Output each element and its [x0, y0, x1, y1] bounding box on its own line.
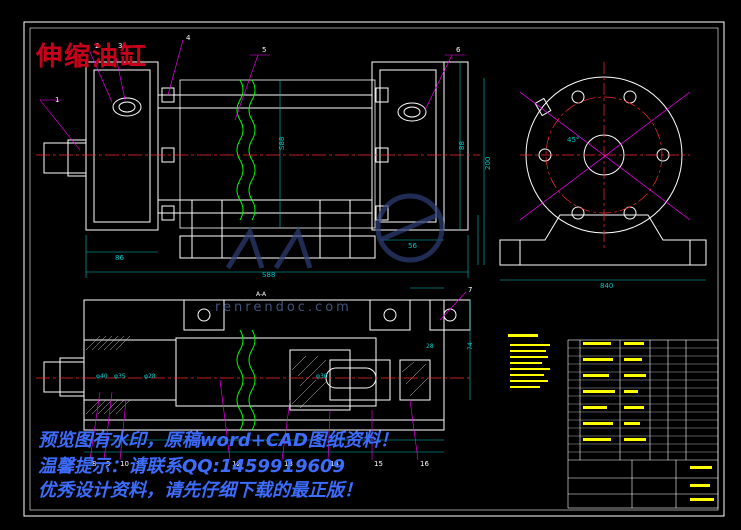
- parts-list-rows: [568, 347, 718, 453]
- section-dimensions: [84, 287, 471, 453]
- svg-text:28: 28: [426, 343, 434, 350]
- part-number-label: 7: [468, 286, 472, 294]
- svg-text:S88: S88: [262, 271, 275, 279]
- svg-text:45°: 45°: [567, 136, 579, 144]
- watermark-logo: [225, 193, 445, 270]
- svg-text:200: 200: [484, 157, 492, 170]
- part-number-label: 6: [456, 46, 461, 54]
- parts-list-text-marks: [583, 342, 714, 501]
- watermark-line-3: 优秀设计资料，请先仔细下载的最正版！: [38, 480, 362, 501]
- svg-text:φ35: φ35: [114, 373, 126, 380]
- tech-notes: [508, 334, 550, 388]
- svg-text:56: 56: [408, 242, 417, 250]
- watermark-line-1: 预览图有水印，原稿word+CAD图纸资料！: [38, 430, 398, 451]
- part-number-label: 10: [120, 460, 129, 468]
- watermark-url: renrendoc.com: [215, 300, 352, 315]
- svg-text:88: 88: [458, 141, 466, 150]
- svg-text:φ40: φ40: [96, 373, 108, 380]
- parts-list: [567, 339, 719, 509]
- svg-text:φ30: φ30: [316, 373, 328, 380]
- svg-text:S88: S88: [278, 137, 286, 150]
- part-number-label: 15: [374, 460, 383, 468]
- part-number-label: 11: [136, 460, 145, 468]
- section-labels: φ40 φ35 φ28 φ30 28 74: [96, 342, 474, 380]
- end-view: [499, 76, 707, 266]
- end-view-dimension-texts: 840 200 45°: [484, 136, 613, 290]
- svg-text:74: 74: [467, 342, 474, 350]
- front-dimensions: [85, 62, 469, 278]
- section-view: [43, 299, 471, 431]
- end-view-section-lines: [519, 91, 691, 221]
- part-number-label: 12: [232, 460, 241, 468]
- end-view-centerlines: [520, 62, 690, 250]
- part-number-label: 1: [55, 96, 59, 104]
- section-leaders: [89, 291, 467, 461]
- part-number-label: 5: [262, 46, 266, 54]
- inner-frame: [29, 27, 719, 511]
- part-number-label: 4: [186, 34, 191, 42]
- svg-text:φ28: φ28: [144, 373, 156, 380]
- svg-text:86: 86: [115, 254, 124, 262]
- svg-text:840: 840: [600, 282, 613, 290]
- section-hatching: [85, 335, 429, 415]
- part-number-label: 3: [118, 42, 122, 50]
- part-number-label: 8: [92, 460, 96, 468]
- front-leaders: [39, 39, 465, 151]
- outer-frame: [23, 21, 725, 517]
- part-number-label: 9: [106, 460, 110, 468]
- front-dimension-texts: 86 S88 56 88 S88: [115, 137, 466, 279]
- watermark-line-2: 温馨提示：请联系QQ:1459919609: [38, 456, 346, 477]
- end-view-dimensions: [477, 78, 706, 281]
- section-label: A-A: [256, 291, 267, 298]
- part-number-label: 14: [330, 460, 339, 468]
- drawing-title: 伸缩油缸: [36, 42, 149, 72]
- part-number-label: 13: [284, 460, 293, 468]
- part-number-label: 16: [420, 460, 429, 468]
- part-number-label: 2: [95, 42, 99, 50]
